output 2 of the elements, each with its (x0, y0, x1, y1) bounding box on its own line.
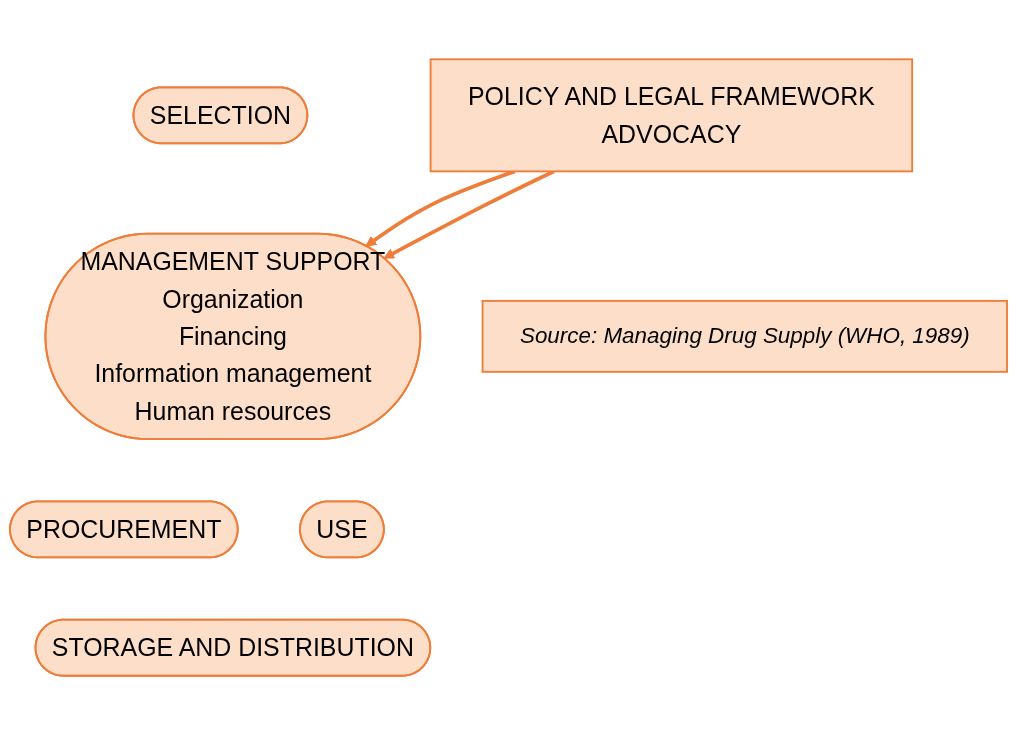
node-box: Source: Managing Drug Supply (WHO, 1989) (481, 299, 1008, 373)
node-box: POLICY AND LEGAL FRAMEWORK ADVOCACY (429, 58, 914, 173)
